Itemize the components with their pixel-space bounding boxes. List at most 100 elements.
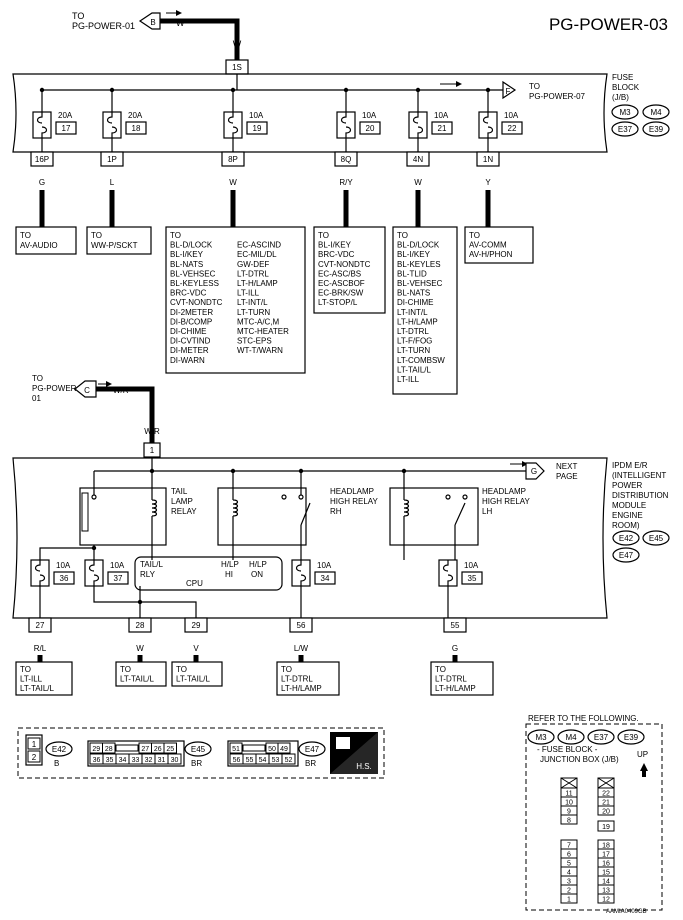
svg-text:HI: HI (225, 570, 233, 579)
svg-text:HEADLAMP: HEADLAMP (330, 487, 374, 496)
svg-text:27: 27 (141, 746, 149, 753)
jb-conn-oval (527, 729, 555, 745)
svg-text:56: 56 (233, 757, 241, 764)
svg-text:HIGH RELAY: HIGH RELAY (330, 497, 379, 506)
svg-text:BR: BR (191, 759, 202, 768)
connector-56 (289, 617, 313, 633)
connector-key-slot (242, 744, 266, 752)
svg-text:RELAY: RELAY (171, 507, 197, 516)
dest-item: DI-2METER (170, 308, 213, 317)
svg-text:AV-AUDIO: AV-AUDIO (20, 241, 58, 250)
conn-oval-m4 (642, 104, 670, 120)
fuse-amp: 20A (128, 111, 143, 120)
svg-text:PAGE: PAGE (556, 472, 578, 481)
up-label: UP (637, 750, 648, 759)
svg-text:TO: TO (20, 231, 31, 240)
ipdm-title-line: DISTRIBUTION (612, 491, 669, 500)
dest-item: LT-TAIL/L (20, 684, 54, 693)
dest-list-fuse20: TOBL-I/KEYBRC-VDCCVT-NONDTCEC-ASC/BSEC-A… (318, 231, 371, 307)
dest-item: LT-TURN (397, 346, 430, 355)
legend-e47-id: E47 (305, 745, 320, 754)
dest-box-fuse20 (313, 226, 386, 314)
dest-item: LT-TAIL/L (120, 675, 154, 684)
svg-text:54: 54 (259, 757, 267, 764)
svg-text:TAIL/L: TAIL/L (140, 560, 164, 569)
svg-text:G: G (531, 467, 537, 476)
connector-8P (221, 151, 245, 167)
wire-color: L/W (294, 644, 309, 653)
connector-key-slot (115, 744, 139, 752)
dest-item: AV-COMM (469, 241, 507, 250)
wire-color: W (414, 178, 422, 187)
fuse-number: 34 (321, 574, 330, 583)
svg-text:M4: M4 (650, 108, 662, 117)
fuse-row: 20A1716PG20A181PL10A198PW10A208QR/Y10A21… (30, 87, 523, 227)
ipdm-title: IPDM E/R(INTELLIGENTPOWERDISTRIBUTIONMOD… (612, 461, 669, 530)
arrow-icon (522, 461, 528, 467)
svg-text:20: 20 (602, 809, 610, 816)
dest-item: EC-MIL/DL (237, 250, 277, 259)
ipdm-title-line: (INTELLIGENT (612, 471, 666, 480)
dest-box-output (276, 661, 340, 696)
svg-text:19: 19 (602, 824, 610, 831)
svg-text:W/R: W/R (144, 427, 160, 436)
dest-item: LT-H/LAMP (237, 279, 278, 288)
svg-text:17: 17 (602, 852, 610, 859)
next-page-label: NEXT (556, 462, 577, 471)
svg-text:33: 33 (132, 757, 140, 764)
svg-text:36: 36 (93, 757, 101, 764)
dest-item: TO (281, 665, 292, 674)
jb-conn-oval (617, 729, 645, 745)
svg-text:26: 26 (154, 746, 162, 753)
connector-f-flag (502, 80, 517, 100)
svg-text:5: 5 (567, 861, 571, 868)
fuse-element-icon (412, 112, 424, 138)
ipdm-title-line: IPDM E/R (612, 461, 648, 470)
jb-fuse-slot-19 (597, 820, 615, 832)
dest-item: DI-CVTIND (170, 337, 211, 346)
connector-pin (229, 742, 243, 754)
wire-color: W (136, 644, 144, 653)
connector-label: 16P (35, 155, 49, 164)
wire-color-w: W (233, 39, 242, 49)
dest-item: LT-H/LAMP (435, 684, 476, 693)
dest-box-output (430, 661, 494, 696)
connector-pin (281, 753, 296, 765)
connector-16P (30, 151, 54, 167)
jb-fuse-slot (597, 805, 615, 816)
svg-text:RH: RH (330, 507, 342, 516)
fuse-amp: 10A (110, 561, 125, 570)
arrow-icon (456, 81, 462, 87)
connector-label: 1P (107, 155, 117, 164)
connector-4N (406, 151, 430, 167)
dest-item: LT-H/LAMP (397, 317, 438, 326)
dest-item: GW-DEF (237, 260, 269, 269)
svg-text:53: 53 (272, 757, 280, 764)
wire-color: W (229, 178, 237, 187)
dest-item: LT-TURN (237, 308, 270, 317)
dest-item: BL-I/KEY (397, 250, 431, 259)
svg-text:LAMP: LAMP (171, 497, 193, 506)
dest-item: EC-ASCBOF (318, 279, 365, 288)
dest-item: LT-DTRL (397, 327, 429, 336)
dest-item: BL-KEYLESS (170, 279, 219, 288)
hs-label: H.S. (356, 762, 372, 771)
connector-label: 28 (136, 621, 145, 630)
svg-text:TO: TO (529, 82, 540, 91)
svg-text:52: 52 (285, 757, 293, 764)
legend-e42-id: E42 (52, 745, 67, 754)
svg-text:31: 31 (158, 757, 166, 764)
lh-relay-coil (403, 471, 410, 560)
jb-legend-frame (525, 723, 663, 911)
dest-item: LT-COMBSW (397, 356, 445, 365)
svg-text:H/LP: H/LP (249, 560, 267, 569)
fuse-number: 21 (438, 124, 447, 133)
connector-pin (167, 753, 182, 765)
svg-text:F: F (506, 87, 511, 96)
headlamp-high-relay-rh (217, 487, 307, 546)
fuse-block-title-3: (J/B) (612, 93, 629, 102)
